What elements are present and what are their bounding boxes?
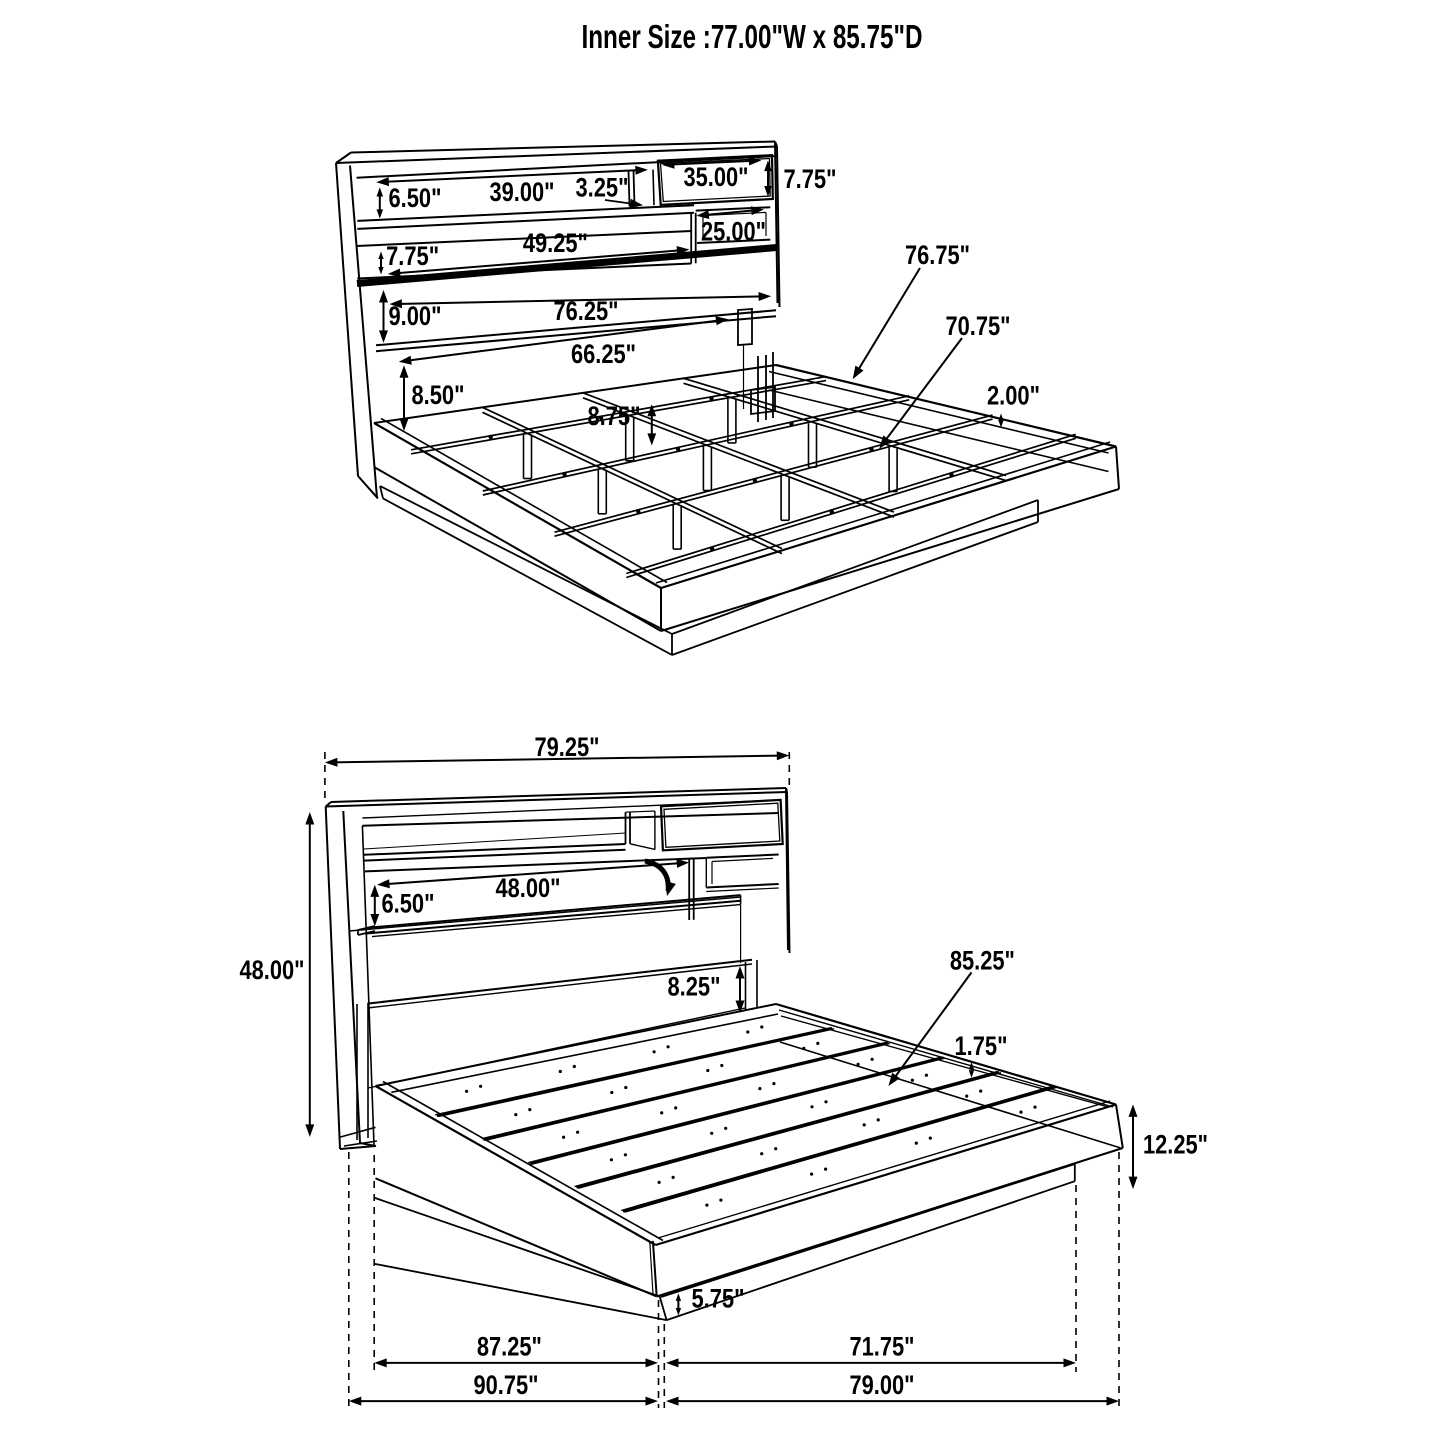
svg-text:76.75": 76.75" xyxy=(905,240,970,270)
svg-text:87.25": 87.25" xyxy=(477,1332,542,1362)
svg-text:79.25": 79.25" xyxy=(535,732,600,762)
svg-text:8.75": 8.75" xyxy=(588,401,641,431)
svg-text:7.75": 7.75" xyxy=(784,164,837,194)
svg-text:7.75": 7.75" xyxy=(386,241,439,271)
svg-text:79.00": 79.00" xyxy=(850,1370,915,1400)
svg-text:35.00": 35.00" xyxy=(684,162,749,192)
svg-text:6.50": 6.50" xyxy=(382,889,435,919)
svg-text:8.25": 8.25" xyxy=(668,972,721,1002)
svg-text:5.75": 5.75" xyxy=(692,1284,745,1314)
svg-text:71.75": 71.75" xyxy=(850,1332,915,1362)
svg-text:1.75": 1.75" xyxy=(955,1031,1008,1061)
svg-text:12.25": 12.25" xyxy=(1143,1130,1208,1160)
svg-text:66.25": 66.25" xyxy=(571,339,636,369)
svg-text:Inner Size :77.00"W x 85.75"D: Inner Size :77.00"W x 85.75"D xyxy=(582,18,923,55)
svg-text:70.75": 70.75" xyxy=(946,311,1011,341)
svg-text:49.25": 49.25" xyxy=(523,228,588,258)
svg-text:48.00": 48.00" xyxy=(496,873,561,903)
svg-text:3.25": 3.25" xyxy=(576,173,629,203)
svg-text:25.00": 25.00" xyxy=(701,217,766,247)
svg-text:2.00": 2.00" xyxy=(987,381,1040,411)
svg-text:90.75": 90.75" xyxy=(474,1370,539,1400)
svg-text:85.25": 85.25" xyxy=(950,946,1015,976)
svg-text:39.00": 39.00" xyxy=(490,177,555,207)
svg-text:8.50": 8.50" xyxy=(412,380,465,410)
svg-text:48.00": 48.00" xyxy=(240,955,305,985)
svg-text:6.50": 6.50" xyxy=(389,183,442,213)
svg-text:76.25": 76.25" xyxy=(554,296,619,326)
